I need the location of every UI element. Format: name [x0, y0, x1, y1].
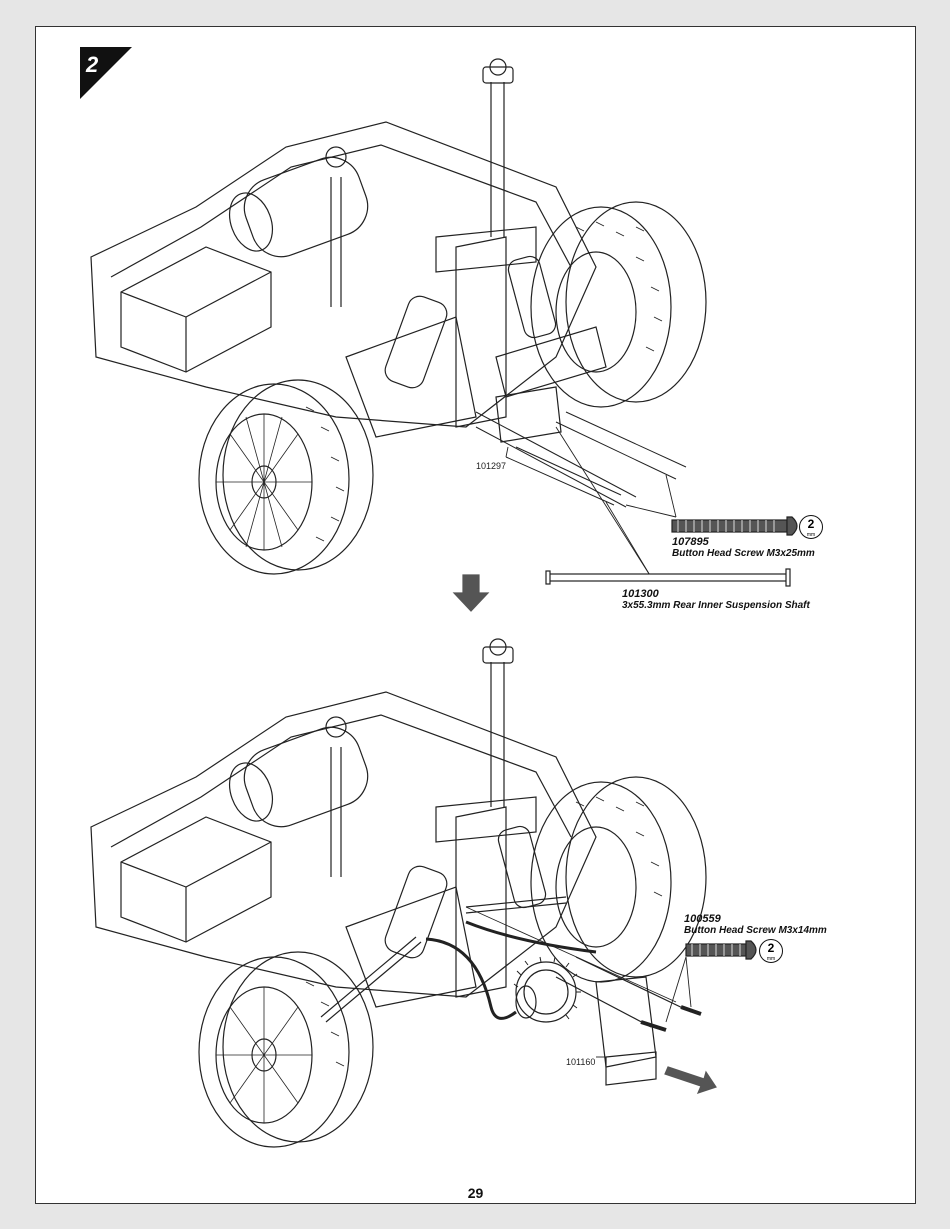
manual-page: 2: [35, 26, 916, 1204]
part-name: 3x55.3mm Rear Inner Suspension Shaft: [622, 600, 810, 611]
part-number: 101300: [622, 589, 810, 600]
part-label-107895: 107895 Button Head Screw M3x25mm: [672, 537, 815, 559]
part-number: 107895: [672, 537, 815, 548]
part-name: Button Head Screw M3x25mm: [672, 548, 815, 559]
part-label-100559: 100559 Button Head Screw M3x14mm: [684, 914, 827, 936]
callout-101297: 101297: [476, 461, 506, 471]
part-label-101300: 101300 3x55.3mm Rear Inner Suspension Sh…: [622, 589, 810, 611]
assembly-illustration: [36, 27, 915, 1203]
callout-101160: 101160: [566, 1057, 595, 1067]
part-name: Button Head Screw M3x14mm: [684, 925, 827, 936]
part-number: 100559: [684, 914, 827, 925]
page-number: 29: [36, 1185, 915, 1201]
